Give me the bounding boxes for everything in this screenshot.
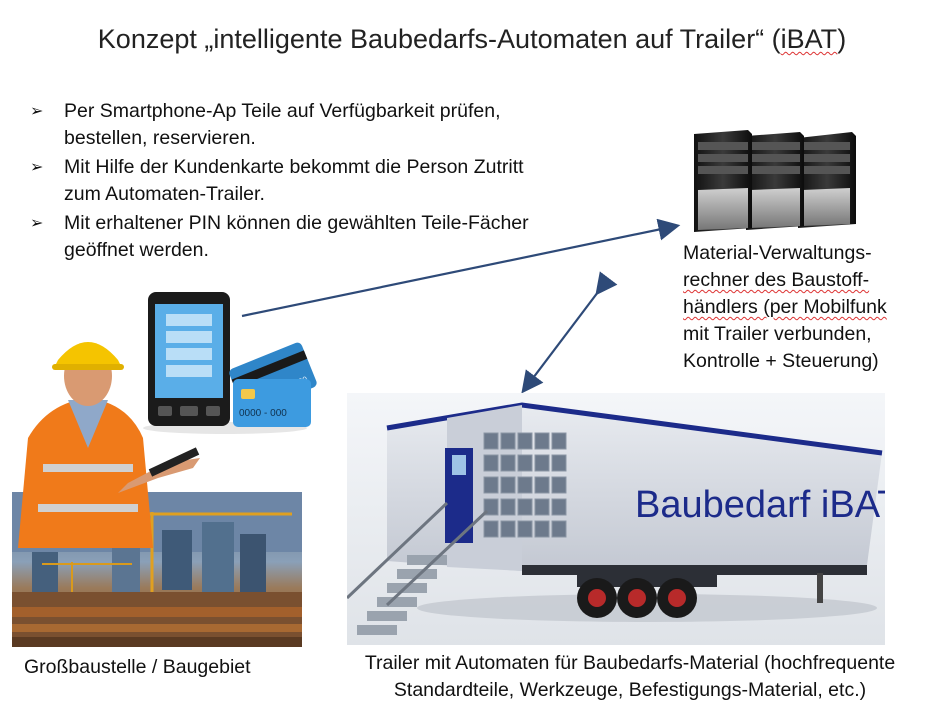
credit-card-icon: 0000 - 000 0000 - 000 (229, 342, 317, 427)
bullet-line: Mit Hilfe der Kundenkarte bekommt die Pe… (64, 156, 524, 178)
bullet-line: geöffnet werden. (64, 239, 209, 261)
worker-figure (18, 342, 200, 548)
bullet-item: ➢ Per Smartphone-Ap Teile auf Verfügbark… (30, 98, 630, 152)
arrow-bullet-icon: ➢ (30, 215, 44, 232)
trailer-caption-line: Standardteile, Werkzeuge, Befestigungs-M… (393, 679, 867, 701)
smartphone-icon (143, 292, 307, 434)
server-label-line: rechner des Baustoff- (683, 269, 870, 291)
trailer-caption-line: Trailer mit Automaten für Baubedarfs-Mat… (364, 652, 896, 674)
phone-to-server-arrow (241, 218, 681, 318)
arrow-bullet-icon: ➢ (30, 103, 44, 120)
slide-title: Konzept „intelligente Baubedarfs-Automat… (0, 24, 944, 55)
server-label-line: Material-Verwaltungs- (683, 242, 872, 264)
bullet-item: ➢ Mit erhaltener PIN können die gewählte… (30, 210, 630, 264)
site-caption: Großbaustelle / Baugebiet (24, 656, 251, 678)
server-trailer-arrow (521, 271, 618, 394)
server-label-line: mit Trailer verbunden, (683, 323, 872, 345)
title-text: Konzept „intelligente Baubedarfs-Automat… (97, 24, 781, 54)
bullet-list: ➢ Per Smartphone-Ap Teile auf Verfügbark… (30, 98, 630, 266)
title-acronym: iBAT (780, 24, 838, 54)
bullet-line: bestellen, reservieren. (64, 127, 256, 149)
bullet-line: Per Smartphone-Ap Teile auf Verfügbarkei… (64, 100, 501, 122)
trailer-caption: Trailer mit Automaten für Baubedarfs-Mat… (320, 650, 940, 704)
server-label-line: Kontrolle + Steuerung) (683, 350, 879, 372)
bullet-item: ➢ Mit Hilfe der Kundenkarte bekommt die … (30, 154, 630, 208)
title-suffix: ) (837, 24, 847, 54)
card-number: 0000 - 000 (239, 408, 287, 419)
server-icon (694, 130, 856, 232)
bullet-line: Mit erhaltener PIN können die gewählten … (64, 212, 529, 234)
server-label-line: händlers (per Mobilfunk (683, 296, 887, 318)
server-description: Material-Verwaltungs- rechner des Bausto… (683, 240, 933, 375)
arrow-bullet-icon: ➢ (30, 159, 44, 176)
trailer-illustration: Baubedarf iBAT (347, 393, 885, 645)
bullet-line: zum Automaten-Trailer. (64, 183, 265, 205)
trailer-brand-text: Baubedarf iBAT (635, 484, 885, 526)
